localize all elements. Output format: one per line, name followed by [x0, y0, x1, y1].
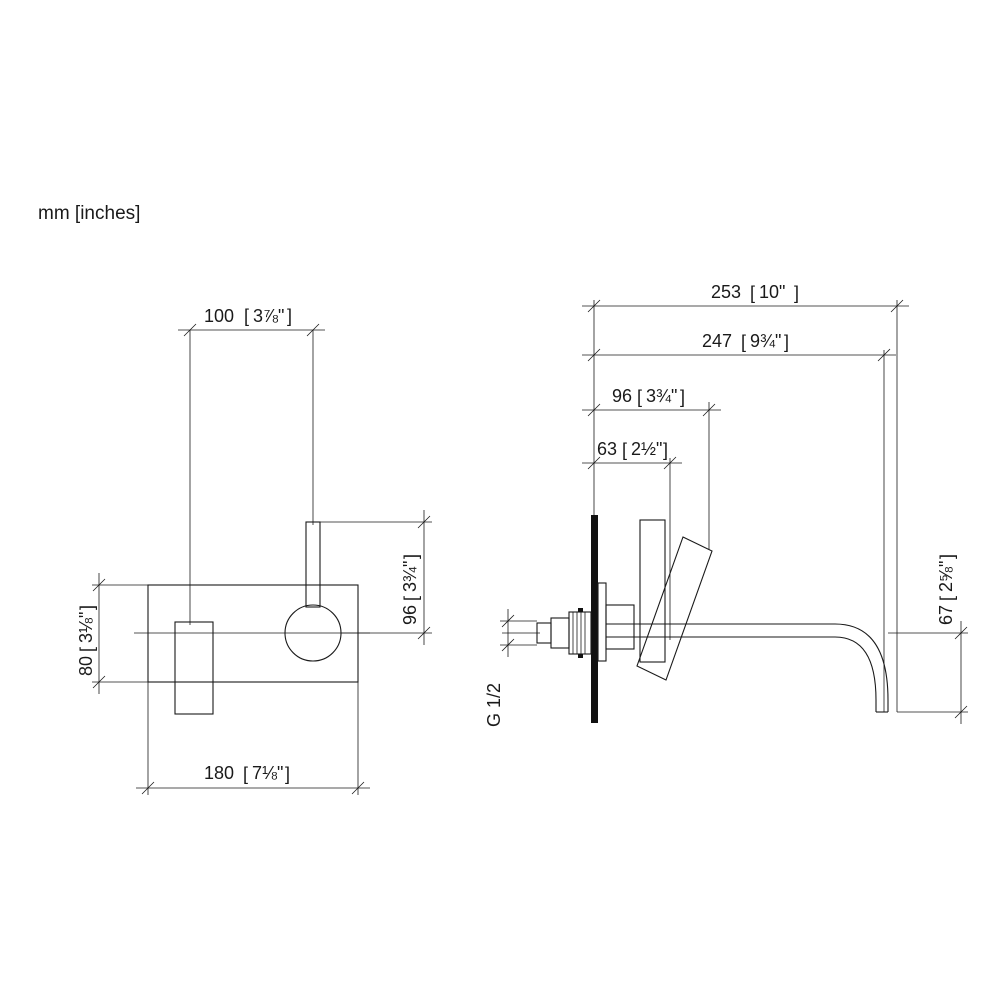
dim-63-tick-left [587, 456, 601, 470]
side-wall-plate [591, 515, 598, 723]
side-lever-alt-position [636, 536, 713, 681]
dim-63-tick-right [663, 456, 677, 470]
dim-253-bracket-close: ] [794, 283, 799, 303]
dim-96-side-bracket-close: ] [680, 387, 685, 407]
dim-96-front-mm: 96 [400, 605, 420, 625]
dim-100-inch: 3⅞" [253, 306, 284, 326]
dim-247-mm: 247 [702, 331, 732, 351]
dim-253-inch: 10" [759, 282, 785, 302]
dim-80-tick-top [92, 578, 106, 592]
dim-67-inch: 2⅝" [936, 561, 956, 592]
side-view: 253 [ 10" ] 247 [ 9¾" ] 96 [ 3¾" ] 63 [ … [484, 282, 968, 727]
dim-63-bracket-close: ] [663, 440, 668, 460]
dim-247-tick-left [587, 348, 601, 362]
side-connector-nut [550, 617, 570, 649]
side-thread-mark-bottom [578, 654, 583, 658]
dim-180-tick-left [141, 781, 155, 795]
dim-63-mm: 63 [597, 439, 617, 459]
units-label: mm [inches] [38, 203, 141, 224]
dim-100-mm: 100 [204, 306, 234, 326]
dim-g12-tick-bottom [501, 638, 515, 652]
side-housing [605, 604, 635, 650]
dim-96-front-bracket-open: [ [401, 596, 421, 601]
side-spout-bottom-edge [606, 636, 877, 712]
dim-80-bracket-open: [ [77, 647, 97, 652]
dim-96-side-inch: 3¾" [646, 386, 677, 406]
dim-96-side-tick-left [587, 403, 601, 417]
dim-180-tick-right [351, 781, 365, 795]
dim-253-tick-left [587, 299, 601, 313]
dim-253-mm: 253 [711, 282, 741, 302]
dim-96-side-tick-right [702, 403, 716, 417]
dim-247-tick-right [877, 348, 891, 362]
side-spout-top-edge [606, 623, 889, 712]
dim-96-front-bracket-close: ] [401, 554, 421, 559]
dim-g12-label: G 1/2 [484, 683, 504, 727]
dim-96-front-inch: 3¾" [400, 561, 420, 592]
dim-67-tick-top [954, 626, 968, 640]
side-thread-mark-top [578, 608, 583, 612]
side-flange [597, 582, 607, 662]
dim-67-bracket-close: ] [937, 554, 957, 559]
dim-253-tick-right [890, 299, 904, 313]
front-escutcheon-plate [147, 584, 359, 683]
dim-100-bracket-open: [ [244, 306, 249, 326]
dim-67-mm: 67 [936, 605, 956, 625]
dim-247-bracket-close: ] [784, 332, 789, 352]
dim-67-bracket-open: [ [937, 596, 957, 601]
dim-100-tick-left [183, 323, 197, 337]
dim-247-inch: 9¾" [750, 331, 781, 351]
front-lever [305, 521, 321, 608]
dim-180-bracket-close: ] [285, 764, 290, 784]
dim-96-front-tick-top [417, 515, 431, 529]
dim-96-side-bracket-open: [ [637, 387, 642, 407]
dim-96-front-tick-bottom [417, 626, 431, 640]
dim-g12-tick-top [501, 614, 515, 628]
dim-80-inch: 3⅛" [76, 612, 96, 643]
dim-67-tick-bottom [954, 705, 968, 719]
dim-100-bracket-close: ] [287, 306, 292, 326]
dim-180-bracket-open: [ [243, 764, 248, 784]
dim-63-inch: 2½" [631, 439, 662, 459]
dim-80-tick-bottom [92, 675, 106, 689]
dim-253-bracket-open: [ [750, 283, 755, 303]
dim-96-side-mm: 96 [612, 386, 632, 406]
front-view: 100 [ 3⅞" ] 180 [ 7⅛" ] 80 [ 3⅛" ] [76, 306, 432, 795]
dim-100-tick-right [306, 323, 320, 337]
dim-80-mm: 80 [76, 656, 96, 676]
dim-180-inch: 7⅛" [252, 763, 283, 783]
side-handle-body [639, 519, 666, 663]
side-connector-thread [568, 611, 592, 655]
dim-247-bracket-open: [ [741, 332, 746, 352]
dim-180-mm: 180 [204, 763, 234, 783]
dim-80-bracket-close: ] [77, 605, 97, 610]
dim-63-bracket-open: [ [622, 440, 627, 460]
front-spout-block [174, 621, 214, 715]
